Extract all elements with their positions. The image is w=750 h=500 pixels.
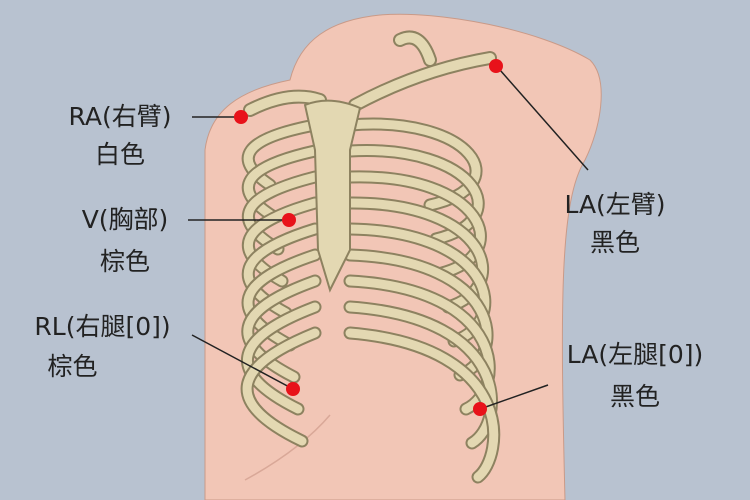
left-rib <box>345 328 499 482</box>
ll-label: LA(左腿[0]) 黑色 <box>550 340 720 412</box>
right-rib <box>242 302 320 414</box>
right-rib <box>242 328 320 446</box>
la-leader-line <box>499 69 589 171</box>
ra-color: 白色 <box>94 140 145 169</box>
v-label: V(胸部) 棕色 <box>65 205 185 277</box>
ll-electrode <box>473 402 487 416</box>
ll-leader-line <box>479 384 549 410</box>
rl-leader-line <box>191 334 294 390</box>
v-color: 棕色 <box>99 247 150 276</box>
la-code: LA(左臂) <box>564 190 666 219</box>
right-rib <box>243 172 320 254</box>
v-code: V(胸部) <box>81 205 169 234</box>
la-electrode <box>489 59 503 73</box>
ra-code: RA(右臂) <box>68 102 172 131</box>
rl-color: 棕色 <box>47 352 98 381</box>
ra-label: RA(右臂) 白色 <box>55 102 185 170</box>
ra-electrode <box>234 110 248 124</box>
right-rib <box>243 146 320 222</box>
la-color: 黑色 <box>589 228 640 257</box>
ll-color: 黑色 <box>609 382 660 411</box>
right-rib <box>243 276 320 382</box>
rl-electrode <box>286 382 300 396</box>
rl-label: RL(右腿[0]) 棕色 <box>20 312 185 382</box>
ribs <box>240 117 501 484</box>
v-electrode <box>282 213 296 227</box>
la-label: LA(左臂) 黑色 <box>550 190 680 258</box>
left-rib <box>345 302 496 448</box>
ll-code: LA(左腿[0]) <box>566 340 704 369</box>
rl-code: RL(右腿[0]) <box>34 312 171 341</box>
sternum <box>303 99 362 293</box>
